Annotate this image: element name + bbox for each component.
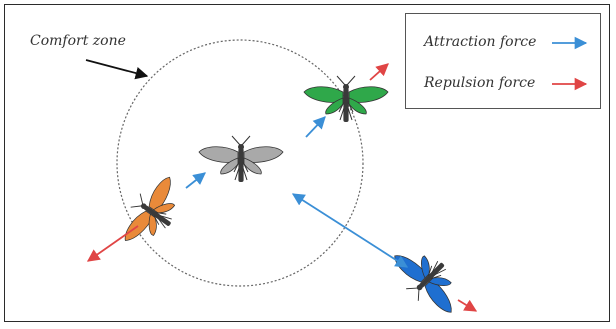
legend-repulsion-label: Repulsion force bbox=[424, 75, 535, 91]
comfort-zone-label: Comfort zone bbox=[30, 33, 126, 49]
insect-blue-icon bbox=[384, 236, 471, 323]
comfort-zone-pointer-arrow bbox=[86, 60, 147, 76]
insect-green-icon bbox=[304, 76, 388, 122]
insect-orange-icon bbox=[113, 169, 192, 257]
repulsion-arrow-orange bbox=[88, 226, 138, 261]
attraction-arrow-orange-to-gray bbox=[186, 173, 205, 188]
repulsion-arrow-green bbox=[370, 64, 388, 80]
attraction-arrow-gray-blue bbox=[293, 194, 407, 267]
legend-attraction-arrow bbox=[548, 36, 592, 50]
attraction-arrow-gray-to-green bbox=[306, 117, 325, 137]
legend-box: Attraction force Repulsion force bbox=[405, 13, 601, 109]
repulsion-arrow-blue bbox=[458, 300, 476, 311]
legend-repulsion-arrow bbox=[548, 77, 592, 91]
insect-gray-icon bbox=[199, 136, 283, 182]
legend-attraction-label: Attraction force bbox=[424, 34, 536, 50]
